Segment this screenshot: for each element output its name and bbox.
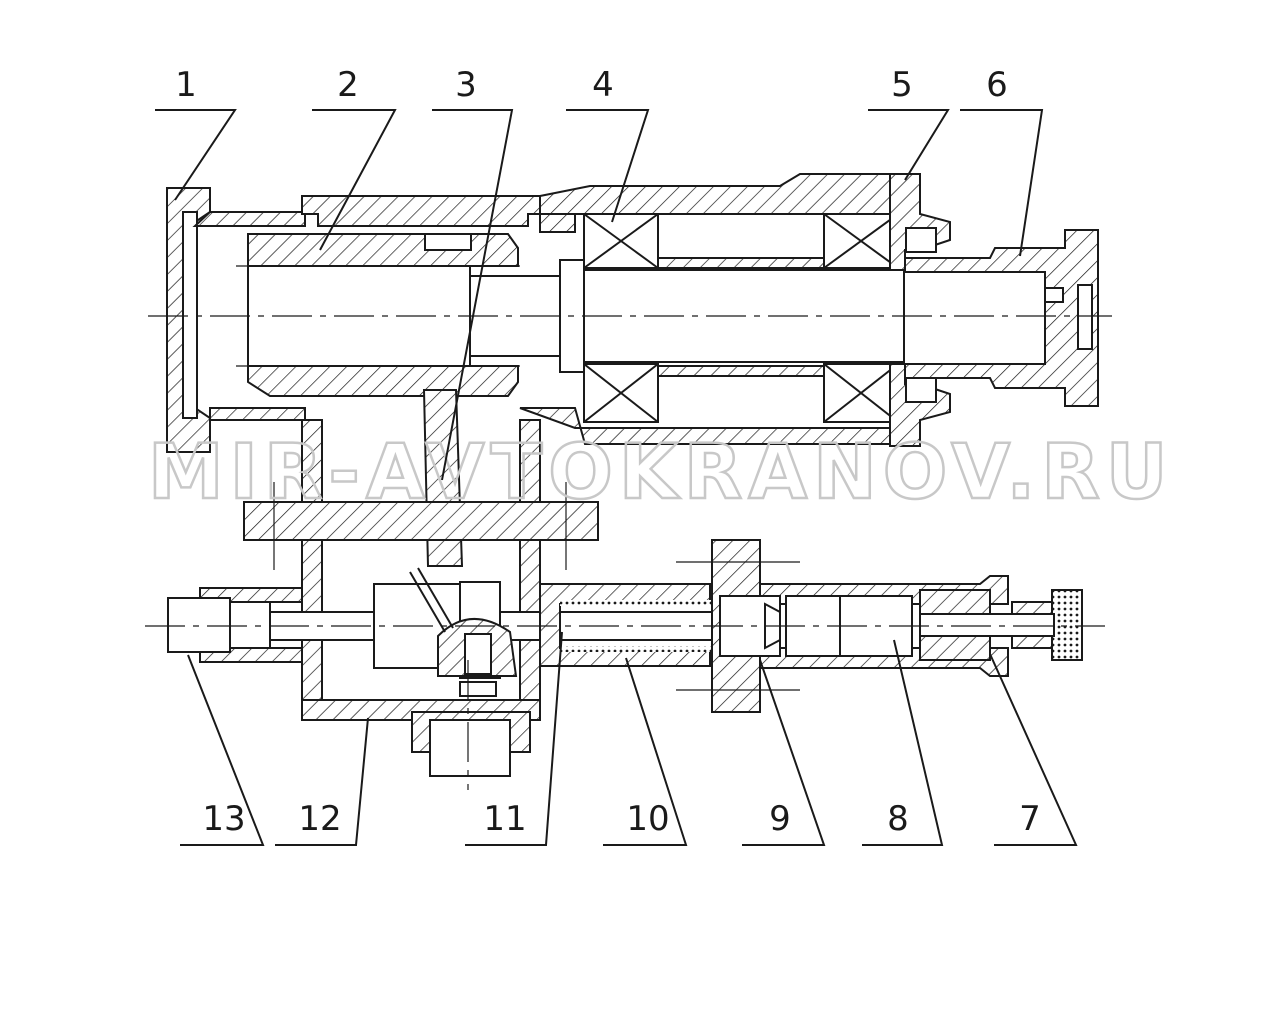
callout-7: 7 — [1019, 799, 1041, 839]
callout-11: 11 — [483, 799, 526, 839]
cover-part-5 — [889, 173, 951, 271]
callout-5: 5 — [891, 65, 913, 105]
callout-3: 3 — [455, 65, 477, 105]
callout-9: 9 — [769, 799, 791, 839]
mounting-flange — [243, 501, 599, 541]
callout-labels-top: 1 2 3 4 5 6 — [175, 65, 1008, 105]
lower-assembly — [145, 419, 1105, 790]
callout-1: 1 — [175, 65, 197, 105]
callout-4: 4 — [592, 65, 614, 105]
leader-lines — [155, 109, 1078, 846]
bearing-part-4 — [583, 213, 899, 423]
callout-10: 10 — [626, 799, 669, 839]
callout-labels-bottom: 13 12 11 10 9 8 7 — [202, 799, 1040, 839]
spring — [560, 600, 712, 652]
callout-12: 12 — [298, 799, 341, 839]
callout-6: 6 — [986, 65, 1008, 105]
callout-13: 13 — [202, 799, 245, 839]
fitting-part-13 — [167, 597, 231, 653]
knurled-knob — [1051, 589, 1083, 661]
watermark-text: MIR-AVTOKRANOV.RU — [148, 427, 1173, 516]
housing-upper — [539, 173, 891, 215]
sleeve-part-6 — [904, 229, 1099, 407]
callout-8: 8 — [887, 799, 909, 839]
nut-part-2 — [247, 233, 519, 267]
upper-assembly — [148, 173, 1112, 567]
callout-2: 2 — [337, 65, 359, 105]
